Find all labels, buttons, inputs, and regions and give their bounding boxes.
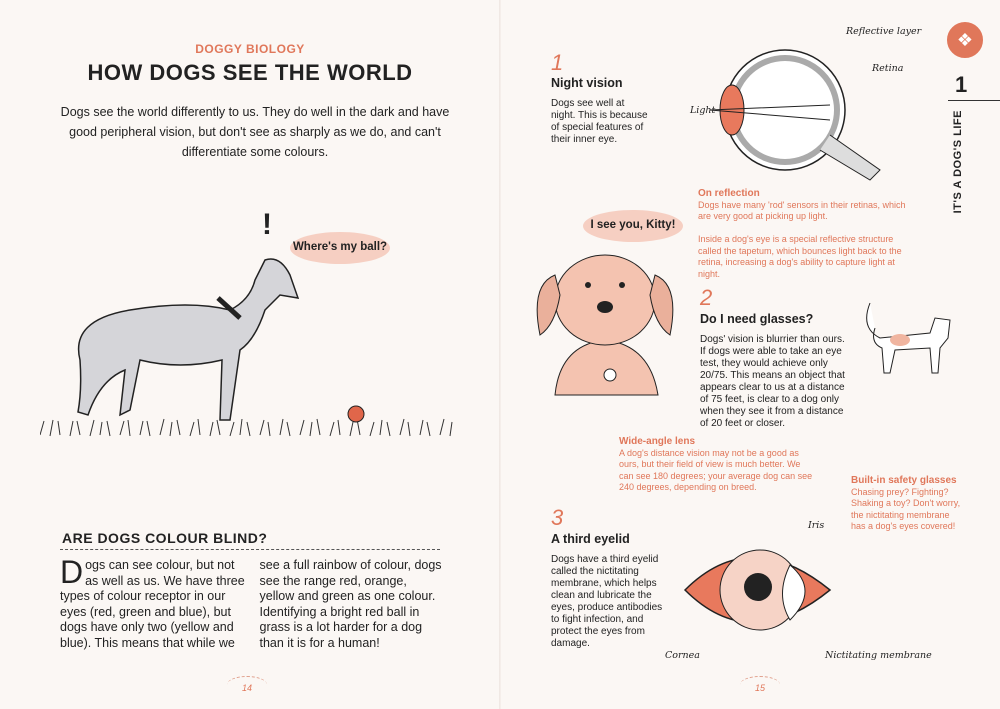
label-retina: Retina xyxy=(872,63,904,74)
label-cornea: Cornea xyxy=(665,650,700,661)
third-eyelid-illustration xyxy=(683,549,832,631)
section-text: Dogs see well at night. This is because … xyxy=(551,98,648,145)
chapter-number: 1 xyxy=(955,72,968,97)
chapter-divider xyxy=(948,100,1000,101)
section-text: Dogs have a third eyelid called the nict… xyxy=(551,554,663,649)
red-ball xyxy=(347,405,365,423)
cat-illustration xyxy=(866,302,951,374)
speech-bubble-kitty: I see you, Kitty! xyxy=(583,210,683,242)
label-reflective-layer: Reflective layer xyxy=(846,26,922,37)
chapter-title: IT'S A DOG'S LIFE xyxy=(952,110,964,214)
section-heading: Night vision xyxy=(551,76,623,90)
greyhound-illustration xyxy=(40,258,453,437)
puppy-illustration xyxy=(536,254,674,396)
section-heading: A third eyelid xyxy=(551,532,630,546)
label-light: Light xyxy=(690,105,716,116)
page-number-left: 14 xyxy=(227,676,267,693)
drop-cap: D xyxy=(60,554,84,590)
exclamation-mark: ! xyxy=(262,208,272,241)
divider xyxy=(60,549,440,550)
book-gutter xyxy=(499,0,501,709)
section-number: 2 xyxy=(700,285,713,310)
page-number-right: 15 xyxy=(740,676,780,693)
speech-bubble-ball: Where's my ball? xyxy=(290,232,390,264)
section-number: 1 xyxy=(551,50,564,75)
page-title: HOW DOGS SEE THE WORLD xyxy=(87,60,413,85)
label-nictitating-membrane: Nictitating membrane xyxy=(825,650,932,661)
section-heading: Do I need glasses? xyxy=(700,312,814,326)
kicker: DOGGY BIOLOGY xyxy=(195,42,305,56)
section-number: 3 xyxy=(551,505,564,530)
section-heading: ARE DOGS COLOUR BLIND? xyxy=(62,530,268,546)
label-iris: Iris xyxy=(808,520,825,531)
section-text: Dogs' vision is blurrier than ours. If d… xyxy=(700,334,845,429)
intro-text: Dogs see the world differently to us. Th… xyxy=(60,105,450,159)
paw-icon: ❖ xyxy=(947,22,983,58)
eye-cross-section-illustration xyxy=(709,49,881,181)
